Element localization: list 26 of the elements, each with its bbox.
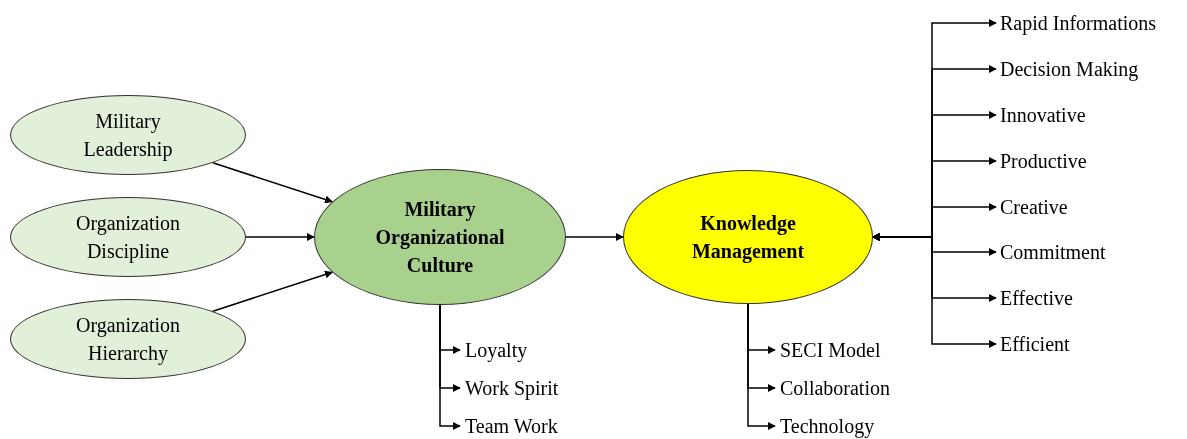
arrow <box>212 162 333 204</box>
list-item-text: Rapid Informations <box>1000 12 1180 34</box>
list-item-text: Team Work <box>465 415 645 437</box>
list-item-text: SECI Model <box>780 339 960 361</box>
node-label: Organization Discipline <box>74 211 181 265</box>
list-item-text: Loyalty <box>465 339 645 361</box>
list-item-text: Decision Making <box>1000 58 1180 80</box>
list-item-text: Effective <box>1000 287 1180 309</box>
arrow <box>245 233 315 241</box>
list-item-text: Creative <box>1000 196 1180 218</box>
node-label: Organization Hierarchy <box>74 313 181 367</box>
node-label: Knowledge Management <box>690 211 806 265</box>
arrow <box>872 233 997 348</box>
list-item-text: Efficient <box>1000 333 1180 355</box>
arrow <box>747 303 776 430</box>
list-item-text: Technology <box>780 415 960 437</box>
arrow <box>439 304 461 430</box>
list-item-text: Commitment <box>1000 241 1180 263</box>
list-item-text: Productive <box>1000 150 1180 172</box>
node-label: Military Organizational Culture <box>374 197 506 278</box>
list-item-text: Work Spirit <box>465 377 645 399</box>
list-item-text: Collaboration <box>780 377 960 399</box>
arrow <box>565 233 624 241</box>
node-label: Military Leadership <box>82 109 174 163</box>
arrow <box>212 270 333 312</box>
list-item-text: Innovative <box>1000 104 1180 126</box>
